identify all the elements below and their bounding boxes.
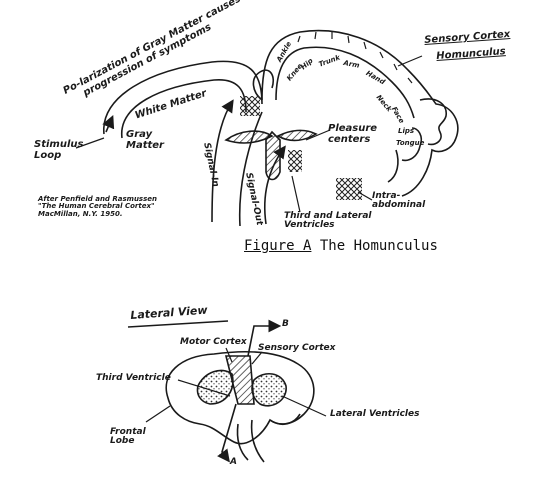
label-gray-matter: Gray Matter	[126, 129, 164, 151]
lateral-lateral-ventricles-label: Lateral Ventricles	[330, 409, 420, 419]
crosshatch-intra	[336, 178, 362, 200]
label-source-line3: MacMillan, N.Y. 1950.	[38, 209, 123, 218]
cortex-ticks	[297, 31, 413, 84]
pleasure-wing-left	[224, 130, 274, 144]
lateral-title-underline	[127, 320, 229, 328]
leader-intra	[357, 191, 373, 201]
stimulus-loop-arrow	[102, 115, 115, 133]
lateral-marker-a: A	[230, 457, 237, 467]
lateral-leader-third	[177, 379, 231, 397]
label-third-lateral-line1: Third and Lateral	[284, 211, 372, 221]
pleasure-center	[265, 130, 281, 181]
label-stimulus-loop: Stimulus Loop	[34, 139, 84, 161]
label-pleasure-centers: Pleasure centers	[328, 123, 378, 145]
label-gray-matter-line2: Matter	[126, 139, 164, 151]
leader-stimulus	[75, 137, 105, 149]
lateral-sensory-cortex-label: Sensory Cortex	[258, 343, 336, 353]
label-pleasure-line1: Pleasure	[328, 123, 378, 134]
pleasure-wing-right	[276, 129, 318, 142]
lateral-leader-motor	[225, 347, 233, 363]
lateral-motor-cortex	[224, 355, 255, 405]
stimulus-loop-inner	[121, 79, 247, 139]
lateral-motor-cortex-label: Motor Cortex	[180, 337, 247, 347]
label-pleasure-line2: centers	[328, 133, 371, 145]
lateral-frontal-line2: Lobe	[110, 436, 135, 447]
homunculus-face	[419, 98, 447, 146]
lateral-brainstem-2	[250, 419, 265, 463]
lateral-leader-sensory	[251, 351, 263, 365]
crosshatch-ventricle	[288, 150, 302, 172]
label-gray-matter-line1: Gray	[126, 129, 153, 140]
label-intra-line2: abdominal	[372, 200, 426, 211]
label-intra-line1: Intra-	[372, 191, 401, 201]
crosshatch-trunk	[240, 96, 260, 116]
cortex-inner	[275, 46, 415, 119]
lateral-view-drawing	[127, 319, 327, 463]
lateral-leader-lateral	[281, 395, 327, 417]
label-source-citation: After Penfield and Rasmussen "The Human …	[38, 195, 157, 218]
label-body-lips: Lips	[398, 127, 415, 135]
lateral-frontal-lobe-label: Frontal Lobe	[110, 427, 146, 447]
lateral-marker-b: B	[282, 319, 289, 329]
label-stimulus-line1: Stimulus	[34, 139, 84, 150]
lateral-frontal-line1: Frontal	[110, 427, 146, 437]
lateral-leader-frontal	[145, 405, 171, 423]
label-intra-abdominal: Intra- abdominal	[372, 191, 426, 211]
lateral-brainstem	[236, 423, 249, 461]
lateral-brain-outline	[165, 350, 315, 445]
label-third-lateral: Third and Lateral Ventricles	[284, 211, 372, 231]
label-third-lateral-line2: Ventricles	[284, 220, 335, 231]
caption-title: The Homunculus	[319, 238, 438, 254]
label-body-tongue: Tongue	[396, 139, 425, 147]
figure-a-caption: Figure A The Homunculus	[244, 238, 438, 254]
signal-path-2	[238, 111, 263, 227]
label-stimulus-line2: Loop	[34, 149, 62, 161]
caption-prefix: Figure A	[244, 238, 312, 254]
leader-sensory	[397, 55, 423, 67]
lateral-axis-a	[217, 403, 237, 463]
homunculus-leg	[252, 69, 275, 101]
cortex-outline	[261, 29, 459, 197]
homunculus-lips	[401, 127, 423, 162]
lateral-ventricle-right	[251, 373, 287, 407]
signal-path-1	[211, 99, 234, 223]
lateral-third-ventricle-label: Third Ventricle	[96, 373, 171, 383]
label-source-line1: After Penfield and Rasmussen	[38, 195, 157, 203]
figure-a-drawing	[75, 29, 459, 227]
homunculus-tongue	[387, 149, 399, 183]
label-source-line2: "The Human Cerebral Cortex"	[38, 202, 155, 211]
lateral-axis-b	[247, 319, 282, 357]
leader-third-lateral	[291, 175, 301, 213]
leader-pleasure	[305, 129, 331, 141]
stimulus-loop-outer	[103, 60, 263, 135]
lateral-cerebellum	[269, 413, 301, 426]
